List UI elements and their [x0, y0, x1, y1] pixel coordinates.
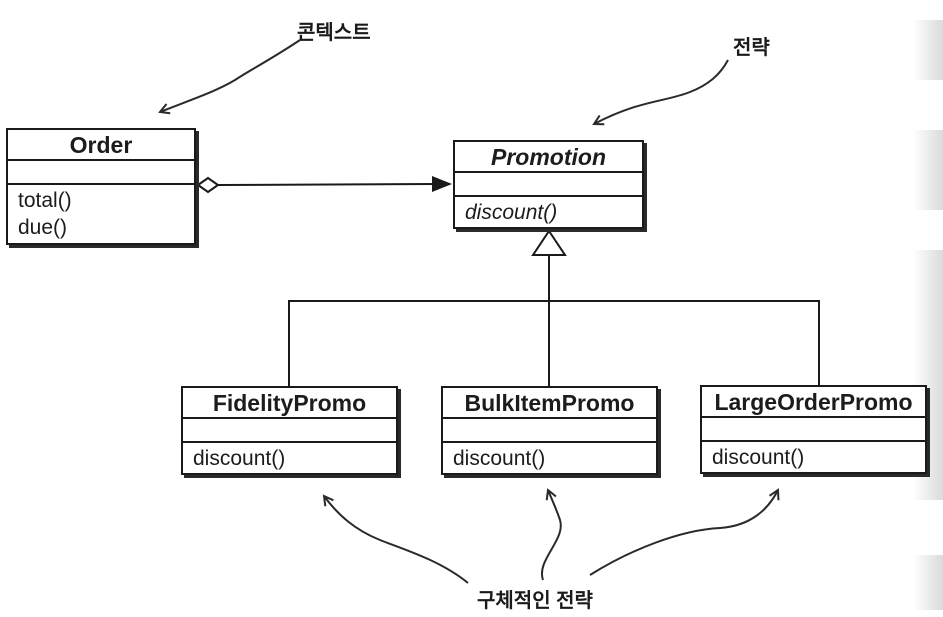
order-operation-due: due() [18, 216, 68, 239]
promotion-class-name: Promotion [455, 142, 642, 173]
generalization-branches [288, 300, 820, 386]
large-order-promo-attributes-section [702, 418, 925, 442]
context-note: 콘텍스트 [297, 22, 371, 44]
context-arrow [158, 39, 301, 115]
promotion-operations-section: discount() [455, 197, 642, 226]
fidelity-promo-operations-section: discount() [183, 443, 396, 472]
page-bleed-through [913, 20, 943, 80]
order-operations-section: total() due() [8, 185, 194, 241]
large-order-promo-class-name: LargeOrderPromo [702, 387, 925, 418]
concrete-strategies-note: 구체적인 전략 [477, 590, 593, 612]
fidelity-promo-class-name: FidelityPromo [183, 388, 396, 419]
strategy-note: 전략 [733, 37, 770, 59]
large-order-promo-operation-discount: discount() [712, 446, 805, 469]
promotion-class-box[interactable]: Promotion discount() [453, 140, 644, 229]
concrete-arrow-left [322, 494, 469, 584]
promotion-attributes-section [455, 173, 642, 197]
bulk-item-promo-operation-discount: discount() [453, 447, 546, 470]
fidelity-promo-class-box[interactable]: FidelityPromo discount() [181, 386, 398, 475]
aggregation-diamond [196, 176, 220, 194]
order-class-box[interactable]: Order total() due() [6, 128, 196, 245]
bulk-item-promo-operations-section: discount() [443, 443, 656, 472]
bulk-item-promo-class-name: BulkItemPromo [443, 388, 656, 419]
strategy-arrow [592, 59, 729, 126]
bulk-item-promo-attributes-section [443, 419, 656, 443]
page-bleed-through [913, 555, 943, 610]
concrete-arrow-middle [540, 488, 562, 581]
fidelity-promo-operation-discount: discount() [193, 447, 286, 470]
large-order-promo-operations-section: discount() [702, 442, 925, 471]
association-line [217, 183, 437, 186]
fidelity-promo-attributes-section [183, 419, 396, 443]
order-attributes-section [8, 161, 194, 185]
page-bleed-through [913, 130, 943, 210]
promotion-operation-discount: discount() [465, 201, 558, 224]
bulk-item-promo-class-box[interactable]: BulkItemPromo discount() [441, 386, 658, 475]
concrete-arrow-right [589, 488, 780, 576]
generalization-triangle [531, 229, 567, 256]
large-order-promo-class-box[interactable]: LargeOrderPromo discount() [700, 385, 927, 474]
order-class-name: Order [8, 130, 194, 161]
order-operation-total: total() [18, 189, 72, 212]
association-arrowhead [432, 176, 452, 192]
